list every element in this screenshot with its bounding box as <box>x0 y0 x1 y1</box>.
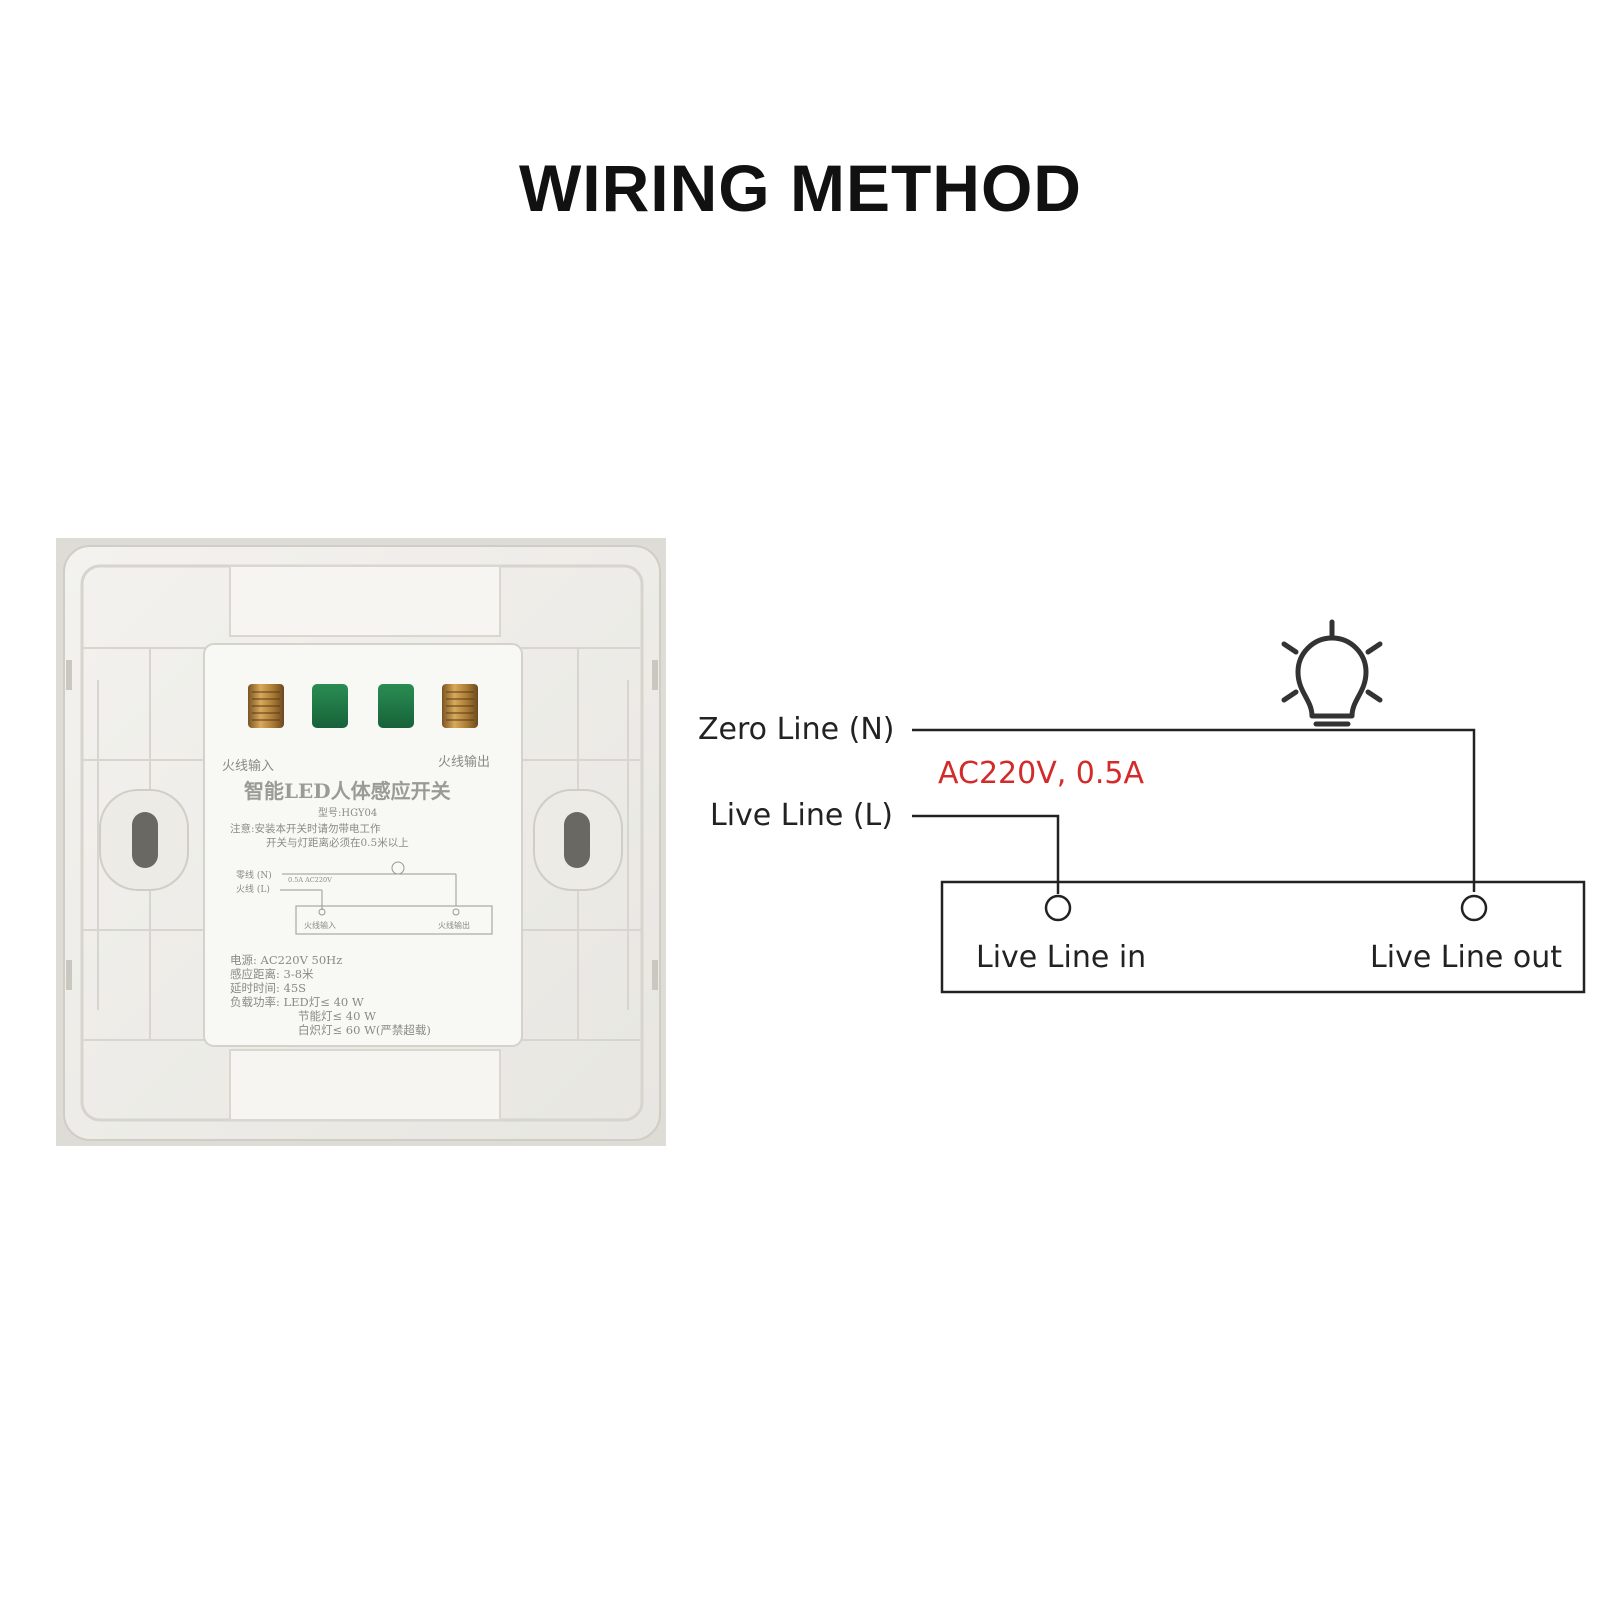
mini-wiring-diagram <box>280 861 493 935</box>
spec-power: 电源: AC220V 50Hz <box>230 953 342 967</box>
mini-live-line: 火线 (L) <box>236 883 270 895</box>
live-in-label: Live Line in <box>976 940 1146 975</box>
spec-distance: 感应距离: 3-8米 <box>230 967 314 981</box>
terminal-green-2 <box>378 684 414 728</box>
mini-rating: 0.5A AC220V <box>288 876 332 884</box>
spec-load-incandescent: 白炽灯≤ 60 W(严禁超载) <box>298 1023 431 1037</box>
live-out-label: Live Line out <box>1370 940 1562 975</box>
zero-line-label: Zero Line (N) <box>698 712 894 747</box>
terminal-live-out <box>442 684 478 728</box>
live-line-wire <box>912 814 1060 894</box>
page-title: WIRING METHOD <box>519 151 1082 225</box>
zero-line-wire <box>912 728 1476 892</box>
light-bulb-icon <box>1281 619 1383 727</box>
spec-delay: 延时时间: 45S <box>230 981 306 995</box>
mounting-hole-right <box>533 789 623 891</box>
spec-load-led: 负载功率: LED灯≤ 40 W <box>230 995 364 1009</box>
mounting-hole-left <box>99 789 189 891</box>
mini-out-label: 火线输出 <box>438 920 470 930</box>
terminal-out-cn: 火线输出 <box>438 754 490 770</box>
terminal-in-cn: 火线输入 <box>222 758 274 774</box>
terminal-live-in <box>248 684 284 728</box>
notice-line-1: 注意:安装本开关时请勿带电工作 <box>230 822 381 835</box>
terminal-green-1 <box>312 684 348 728</box>
live-line-label: Live Line (L) <box>710 798 893 833</box>
rating-label: AC220V, 0.5A <box>938 756 1145 791</box>
product-name: 智能LED人体感应开关 <box>244 779 451 803</box>
notice-line-2: 开关与灯距离必须在0.5米以上 <box>266 836 409 849</box>
spec-load-cfl: 节能灯≤ 40 W <box>298 1009 376 1023</box>
switch-back-panel: 火线输入 火线输出 智能LED人体感应开关 型号:HGY04 注意:安装本开关时… <box>56 538 666 1146</box>
model-number: 型号:HGY04 <box>318 806 377 819</box>
live-out-terminal-circle <box>1460 894 1488 922</box>
live-in-terminal-circle <box>1044 894 1072 922</box>
wires <box>912 728 1476 894</box>
switch-box <box>940 880 1586 994</box>
mini-zero-line: 零线 (N) <box>236 869 272 881</box>
mini-in-label: 火线输入 <box>304 920 336 930</box>
label-block <box>203 643 523 1047</box>
wiring-schematic: Zero Line (N) Live Line (L) AC220V, 0.5A… <box>698 619 1586 994</box>
